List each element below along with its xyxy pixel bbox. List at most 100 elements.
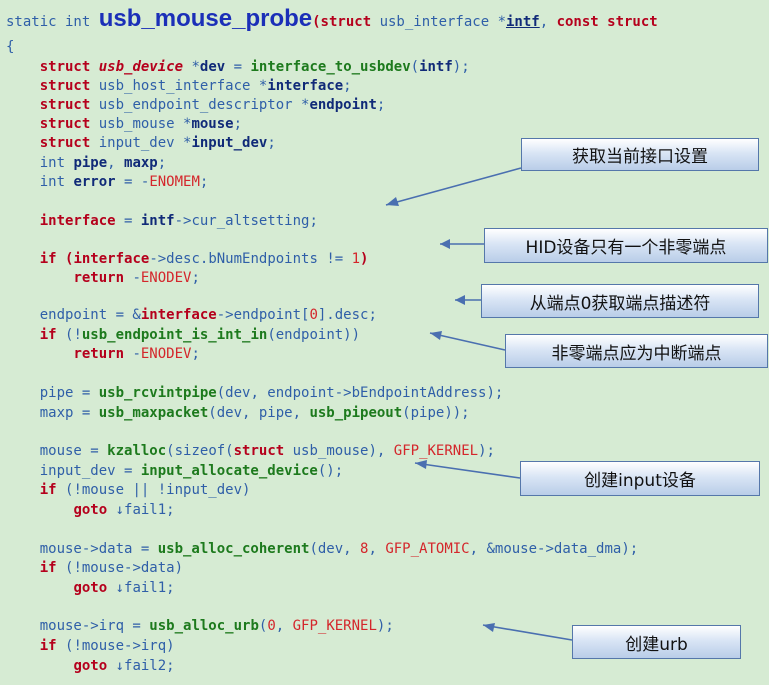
code-token: ; [157, 155, 167, 171]
code-token: if [39, 560, 66, 576]
code-token: usb_endpoint_is_int_in [81, 327, 268, 343]
code-token: static int [6, 14, 99, 30]
code-token: intf [419, 59, 453, 75]
code-token: 0 [267, 618, 276, 634]
code-token: interface [267, 78, 344, 94]
code-token: if [39, 251, 66, 267]
code-token: ; [267, 135, 276, 151]
callout-create-urb: 创建urb [572, 625, 741, 659]
code-token: 0 [309, 307, 318, 323]
code-token: ENODEV [140, 346, 192, 362]
callout-create-input: 创建input设备 [520, 461, 760, 496]
code-token: endpoint = & [6, 307, 141, 323]
code-token: mouse->irq = [6, 618, 150, 634]
code-token: ↓fail1; [115, 580, 175, 596]
code-line: mouse->data = usb_alloc_coherent(dev, 8,… [6, 540, 638, 558]
code-token: usb_maxpacket [98, 405, 209, 421]
code-token: ; [233, 116, 243, 132]
code-token: return [73, 346, 125, 362]
code-token: ; [376, 97, 386, 113]
code-token: kzalloc [107, 443, 167, 459]
code-token: interface [73, 251, 150, 267]
code-line: mouse->irq = usb_alloc_urb(0, GFP_KERNEL… [6, 617, 394, 635]
code-token: interface [140, 307, 217, 323]
code-line: struct usb_endpoint_descriptor *endpoint… [6, 96, 386, 114]
code-token: * [183, 59, 200, 75]
callout-hid-endpoint: HID设备只有一个非零端点 [484, 228, 768, 263]
code-token: usb_mouse * [98, 116, 192, 132]
code-token: struct [39, 116, 99, 132]
code-token: goto [73, 580, 116, 596]
code-token: usb_pipeout [309, 405, 403, 421]
code-token: goto [73, 502, 116, 518]
code-line: int error = -ENOMEM; [6, 173, 209, 191]
code-token: pipe = [6, 385, 99, 401]
code-token: usb_device [98, 59, 184, 75]
code-token: const struct [556, 14, 658, 30]
callout-interrupt-endpoint: 非零端点应为中断端点 [505, 334, 768, 368]
code-line: interface = intf->cur_altsetting; [6, 212, 318, 230]
code-line: input_dev = input_allocate_device(); [6, 462, 343, 480]
code-token: maxp [124, 155, 158, 171]
code-token: interface [39, 213, 116, 229]
code-line: if (!mouse || !input_dev) [6, 481, 251, 499]
code-token: mouse = [6, 443, 108, 459]
code-token: ) [360, 251, 369, 267]
code-token: GFP_KERNEL [292, 618, 377, 634]
callout-get-setting: 获取当前接口设置 [521, 138, 759, 171]
code-token: struct [39, 97, 99, 113]
code-token: ; [199, 174, 209, 190]
code-token: usb_interface * [379, 14, 506, 30]
code-token: int [39, 155, 74, 171]
code-line: maxp = usb_maxpacket(dev, pipe, usb_pipe… [6, 404, 470, 422]
code-token: ); [452, 59, 470, 75]
code-token: interface_to_usbdev [250, 59, 411, 75]
code-line: goto ↓fail2; [6, 657, 175, 675]
arrowhead-interrupt-endpoint [430, 331, 442, 340]
arrow-interrupt-endpoint [429, 332, 506, 351]
code-token: if [39, 482, 66, 498]
code-token: ↓fail2; [115, 658, 175, 674]
code-line: endpoint = &interface->endpoint[0].desc; [6, 306, 377, 324]
arrowhead-hid-endpoint [440, 239, 450, 249]
code-token: GFP_KERNEL [393, 443, 479, 459]
code-token: input_allocate_device [140, 463, 318, 479]
code-token: ); [478, 443, 495, 459]
code-token: ENODEV [140, 270, 192, 286]
arrowhead-get-setting [386, 197, 399, 206]
code-token: intf [506, 14, 540, 30]
code-token: usb_rcvintpipe [98, 385, 217, 401]
code-token: if [39, 638, 66, 654]
code-token: (dev, [309, 541, 361, 557]
code-token: struct [39, 135, 99, 151]
code-line: if (interface->desc.bNumEndpoints != 1) [6, 250, 369, 268]
code-token: ( [258, 618, 268, 634]
code-token: ); [376, 618, 394, 634]
code-token: ].desc; [317, 307, 377, 323]
code-token: usb_mouse_probe [98, 5, 313, 32]
code-token: usb_endpoint_descriptor * [98, 97, 310, 113]
code-token: ( [312, 14, 321, 30]
code-token: struct [233, 443, 293, 459]
code-token: (!mouse->irq) [65, 638, 175, 654]
code-token: dev [199, 59, 226, 75]
code-line: { [6, 38, 14, 56]
code-token: (dev, endpoint->bEndpointAddress); [216, 385, 504, 401]
code-token: struct [39, 59, 99, 75]
arrow-get-setting [385, 167, 522, 206]
code-token: struct [320, 14, 380, 30]
code-line: static int usb_mouse_probe(struct usb_in… [6, 7, 658, 31]
code-line: struct usb_host_interface *interface; [6, 77, 352, 95]
code-token: usb_alloc_coherent [157, 541, 310, 557]
code-token: (pipe)); [402, 405, 470, 421]
code-line: struct input_dev *input_dev; [6, 134, 276, 152]
code-token: , [368, 541, 386, 557]
code-token: , [539, 14, 557, 30]
code-token: input_dev = [6, 463, 141, 479]
code-token: = - [115, 174, 150, 190]
code-token: error [73, 174, 116, 190]
code-token: maxp = [6, 405, 99, 421]
code-line: goto ↓fail1; [6, 501, 174, 519]
code-token: usb_alloc_urb [149, 618, 259, 634]
